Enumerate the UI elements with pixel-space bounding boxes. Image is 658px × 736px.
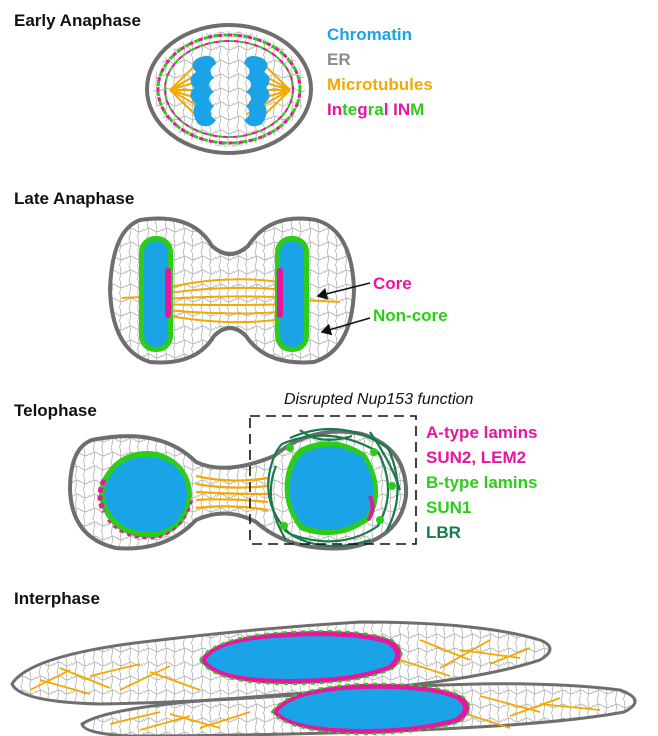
legend-er: ER (327, 50, 351, 69)
interphase-title: Interphase (14, 589, 100, 608)
legend-sun1: SUN1 (426, 498, 471, 517)
legend-chromatin: Chromatin (327, 25, 412, 44)
chromatin-mass (144, 241, 168, 347)
chromatin-mass (280, 241, 304, 347)
chromatin-mass (290, 447, 374, 530)
legend-integral-part: M (410, 100, 424, 119)
legend-integral-inm: Integral INM (327, 100, 424, 119)
early-anaphase-panel: Early Anaphase (14, 11, 433, 153)
legend-integral-part: g (357, 100, 367, 119)
disrupted-nup153-note: Disrupted Nup153 function (284, 391, 474, 408)
legend-integral-part: IN (393, 100, 410, 119)
late-anaphase-panel: Late Anaphase Core Non-core (14, 189, 448, 362)
telophase-legend: A-type lamins SUN2, LEM2 B-type lamins S… (426, 423, 537, 542)
legend-lbr: LBR (426, 523, 461, 542)
telophase-title: Telophase (14, 401, 97, 420)
late-anaphase-cell (110, 218, 354, 362)
late-anaphase-title: Late Anaphase (14, 189, 134, 208)
early-anaphase-cell (147, 25, 311, 153)
interphase-panel: Interphase (12, 589, 635, 736)
legend-a-type-lamins: A-type lamins (426, 423, 537, 442)
label-core: Core (373, 274, 412, 293)
legend-integral-part: ra (368, 100, 385, 119)
legend-sun2-lem2: SUN2, LEM2 (426, 448, 526, 467)
legend-integral-part: te (342, 100, 357, 119)
legend-integral-part: In (327, 100, 342, 119)
telophase-panel: Telophase Disrupted Nup153 function (14, 391, 537, 548)
telophase-cell (70, 429, 406, 548)
early-anaphase-title: Early Anaphase (14, 11, 141, 30)
legend-b-type-lamins: B-type lamins (426, 473, 537, 492)
label-noncore: Non-core (373, 306, 448, 325)
early-anaphase-legend: Chromatin ER Microtubules Integral INM (327, 25, 433, 119)
legend-microtubules: Microtubules (327, 75, 433, 94)
